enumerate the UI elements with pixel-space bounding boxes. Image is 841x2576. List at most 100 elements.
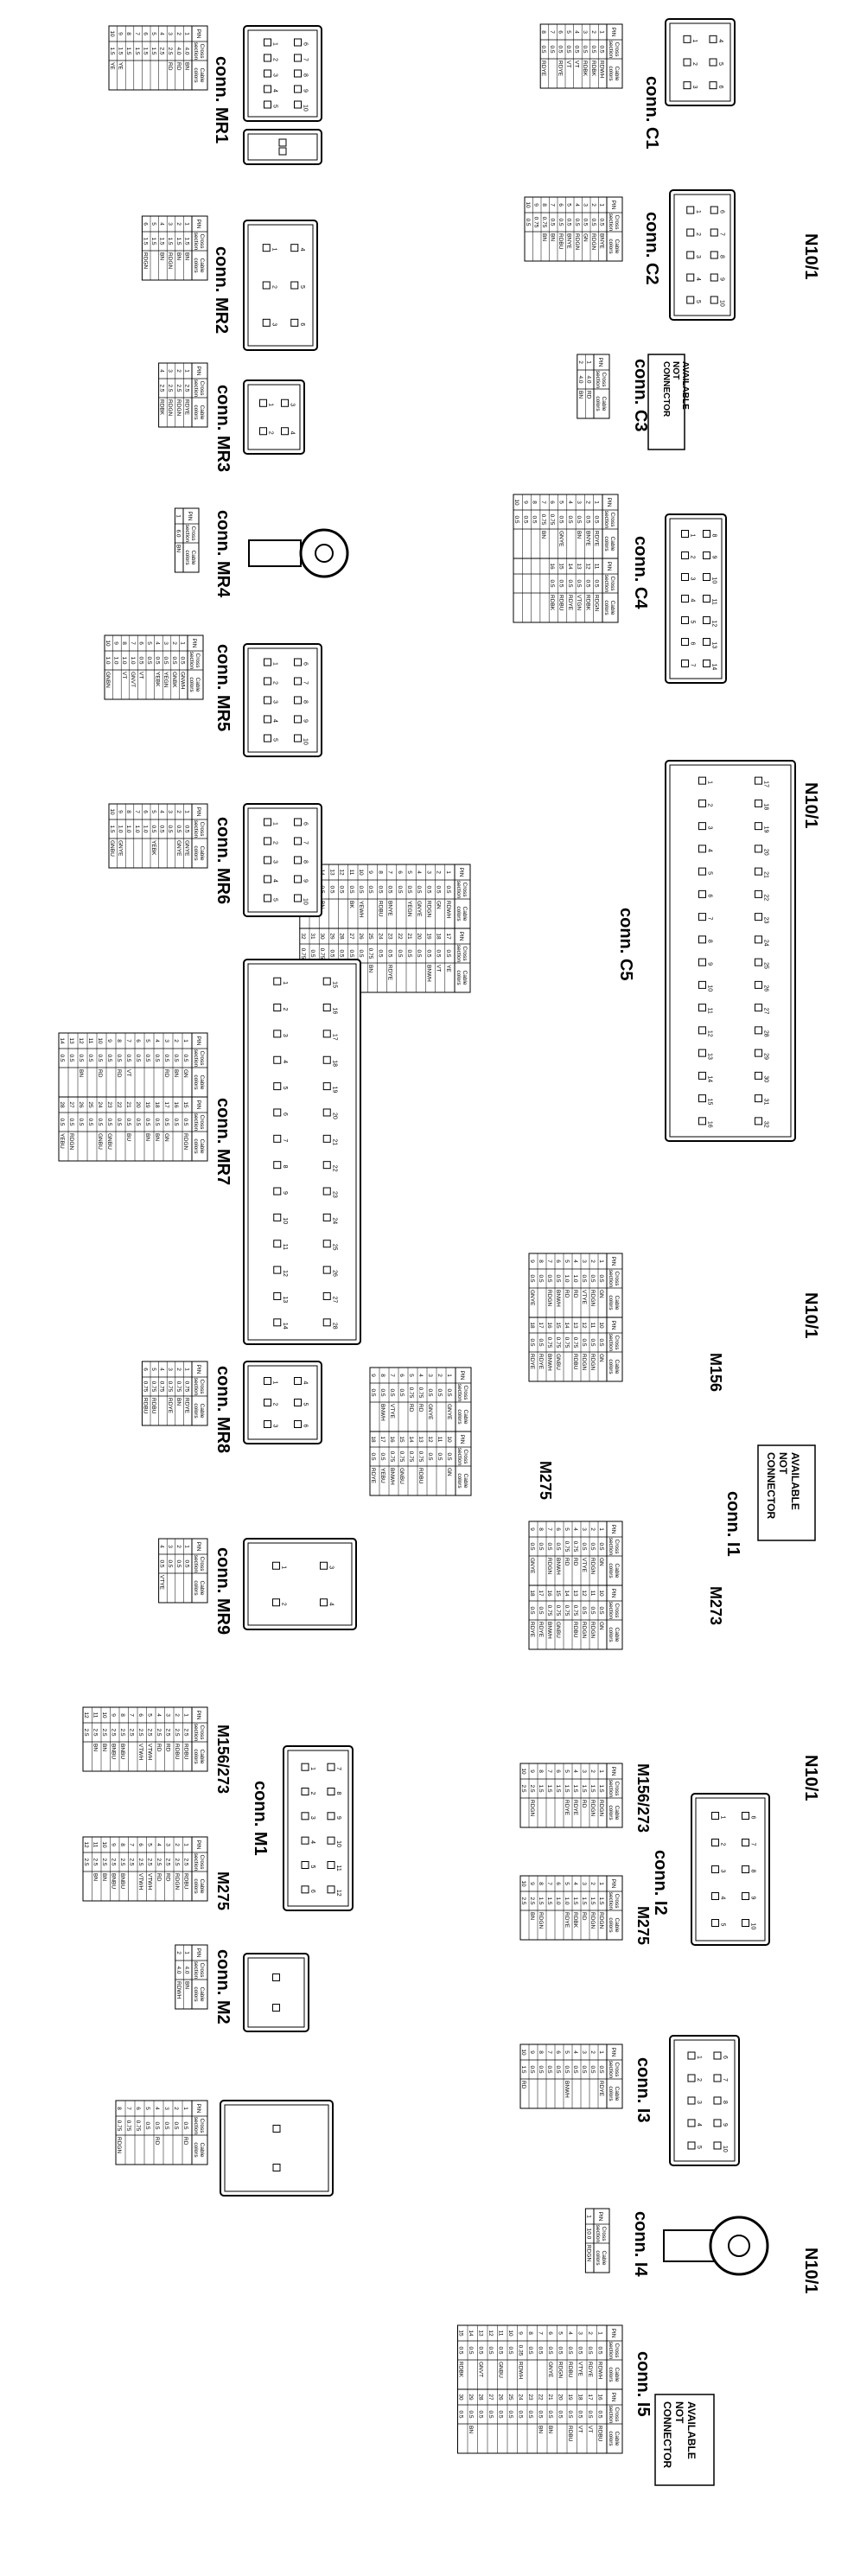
- pin-cavity: [703, 552, 710, 559]
- header-label: Cable: [199, 2143, 205, 2158]
- pin-number: 6: [555, 2050, 561, 2054]
- mr2-pin-table: PINCrosssectionCablecolors11.5BN21.5BN31…: [141, 215, 208, 281]
- pin-cavity: [322, 1240, 331, 1248]
- pin-cavity: [742, 1919, 749, 1927]
- cable-color: BN: [173, 1069, 179, 1077]
- pin-number: 7: [130, 641, 136, 645]
- table-row: 40.5: [572, 2050, 578, 2074]
- pin-cavity: [698, 1026, 706, 1035]
- i2-m275-title: M275: [634, 1906, 652, 1945]
- cable-color: RDBK: [458, 2362, 464, 2378]
- header-label: section: [456, 1384, 462, 1402]
- pin-number: 22: [116, 1101, 122, 1108]
- cavity-number: 23: [331, 1191, 337, 1198]
- pin-cavity: [681, 616, 689, 624]
- c4-pin-table: PINCrosssectionCablecolors10.5RDYE20.5BN…: [513, 494, 619, 623]
- pin-cavity: [320, 1598, 328, 1607]
- pin-cavity: [742, 1839, 749, 1846]
- table-row: 24.0BN: [577, 360, 583, 399]
- pin-number: 2: [589, 1769, 596, 1773]
- table-row: 100.5GN: [598, 1590, 604, 1630]
- cavity-number: 10: [303, 898, 309, 905]
- cavity-number: 7: [303, 58, 309, 61]
- pin-number: 10: [101, 1712, 107, 1718]
- pin-cavity: [709, 35, 717, 43]
- pin-cavity: [686, 273, 695, 282]
- header-label: PIN: [610, 2329, 616, 2338]
- cavity-number: 2: [696, 2078, 702, 2082]
- table-row: 30.5: [581, 2050, 587, 2074]
- pin-number: 3: [167, 222, 173, 226]
- pin-number: 4: [159, 810, 165, 813]
- cavity-number: 2: [272, 841, 278, 845]
- cross-section: 1.5: [564, 1784, 570, 1792]
- conn-m2-drawing: [243, 1953, 309, 2032]
- m273-pin-table: PINCrosssectionCablecolors10.5GN20.5RDGN…: [528, 1521, 623, 1650]
- cavity-number: 6: [303, 822, 309, 826]
- cable-color: GNBU: [109, 840, 115, 857]
- i2-m156-273-title: M156/273: [634, 1763, 652, 1833]
- cross-section: 0.5: [538, 1274, 544, 1282]
- cable-color: RDBU: [572, 1354, 578, 1370]
- cross-section: 1.0: [125, 825, 131, 832]
- cavity-number: 7: [718, 233, 724, 236]
- header-label: PIN: [458, 932, 464, 941]
- cable-color: YEGN: [162, 672, 169, 688]
- cable-color: GNBU: [498, 2362, 504, 2378]
- pin-number: 19: [425, 933, 431, 940]
- cable-color: RDYE: [183, 1398, 189, 1414]
- m156-title: M156: [707, 1353, 724, 1392]
- pin-cavity: [709, 81, 717, 90]
- cable-color: GNYE: [118, 840, 124, 857]
- pin-cavity: [294, 875, 302, 883]
- pin-number: 1: [175, 514, 181, 518]
- group-label-n10-1: N10/1: [801, 782, 820, 828]
- cross-section: 1.5: [109, 825, 115, 832]
- cross-section: 0.75: [533, 217, 539, 228]
- cross-section: 0.5: [478, 2410, 484, 2418]
- pin-number: 21: [406, 933, 412, 940]
- cable-color: RD: [572, 1290, 578, 1298]
- pin-cavity: [755, 913, 762, 921]
- pin-cavity: [711, 1865, 719, 1873]
- pin-number: 6: [555, 1882, 561, 1885]
- cavity-number: 26: [331, 1270, 337, 1277]
- pin-number: 9: [529, 1769, 535, 1773]
- connector-frame: [287, 1750, 349, 1907]
- pin-number: 6: [397, 870, 403, 874]
- m1-m156-273-title: M156/273: [214, 1725, 232, 1794]
- header-label: colors: [193, 1878, 199, 1894]
- ring-hole: [315, 544, 334, 563]
- pin-number: 5: [558, 501, 564, 504]
- table-body: [369, 1431, 456, 1496]
- cavity-number: 3: [272, 73, 278, 77]
- pin-number: 14: [567, 563, 573, 570]
- header-label: Cable: [614, 1806, 620, 1820]
- pin-cavity: [327, 1763, 335, 1771]
- pin-number: 8: [538, 1259, 544, 1263]
- cross-section: 0.5: [183, 825, 189, 832]
- cross-section: 0.5: [387, 885, 393, 893]
- cavity-number: 9: [707, 962, 713, 966]
- cable-color: BN: [529, 1912, 535, 1920]
- cavity-number: 10: [335, 1840, 341, 1847]
- pin-number: 11: [436, 1437, 443, 1443]
- pin-number: 2: [436, 1374, 443, 1377]
- pin-number: 1: [585, 360, 591, 364]
- header-label: PIN: [459, 1435, 465, 1444]
- cable-color: RDYE: [540, 61, 546, 77]
- pin-cavity: [327, 1812, 335, 1820]
- cable-color: RDYE: [529, 1622, 535, 1638]
- header-label: Cross: [199, 1051, 205, 1067]
- cavity-number: 9: [711, 556, 717, 559]
- header-label: colors: [188, 677, 194, 692]
- pin-number: 17: [538, 1322, 544, 1329]
- conn-m3-drawing: [220, 2100, 334, 2197]
